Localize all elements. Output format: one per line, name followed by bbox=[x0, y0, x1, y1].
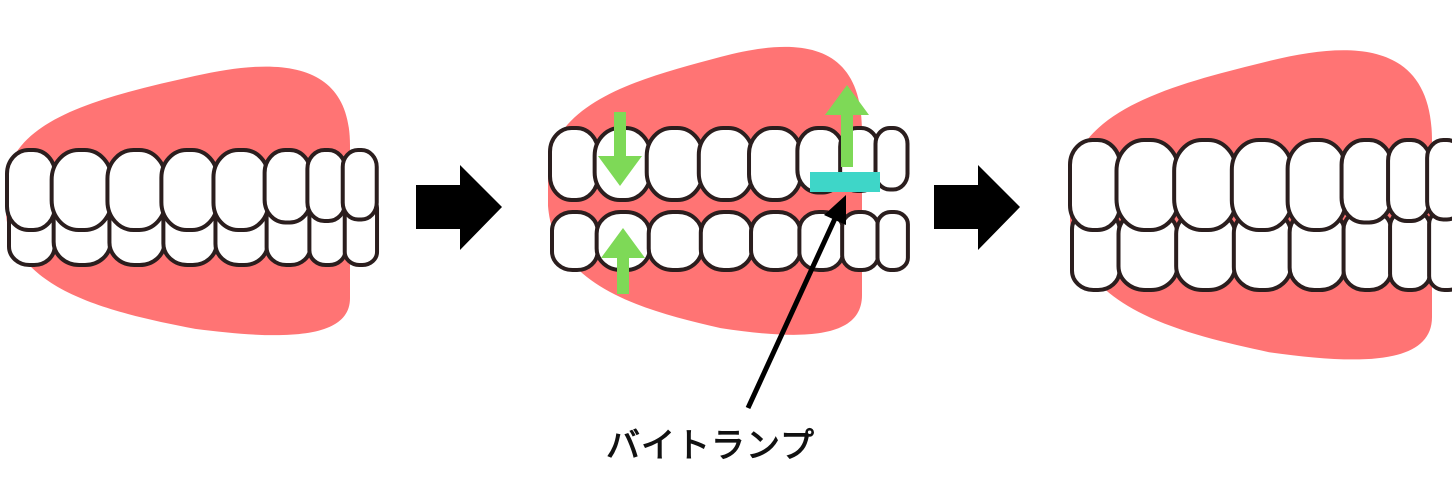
extrude-up-arrow-icon-head bbox=[825, 85, 869, 115]
teeth-before bbox=[5, 66, 380, 336]
step-arrow-1 bbox=[416, 165, 502, 250]
upper-tooth bbox=[696, 126, 755, 202]
upper-tooth bbox=[873, 126, 910, 192]
upper-tooth bbox=[1425, 138, 1452, 222]
upper-tooth bbox=[644, 126, 705, 202]
upper-tooth bbox=[159, 148, 220, 232]
upper-tooth bbox=[211, 148, 271, 232]
upper-tooth bbox=[105, 148, 168, 232]
upper-tooth bbox=[262, 148, 313, 225]
upper-tooth bbox=[49, 148, 114, 232]
step-arrow-2 bbox=[934, 165, 1020, 250]
upper-tooth bbox=[747, 126, 804, 202]
upper-tooth bbox=[305, 148, 348, 223]
lower-tooth bbox=[698, 210, 755, 272]
annotations bbox=[598, 85, 880, 410]
pointer-arrow-line bbox=[745, 210, 841, 410]
upper-tooth bbox=[340, 148, 379, 222]
upper-tooth bbox=[548, 126, 600, 202]
lower-tooth bbox=[749, 210, 803, 272]
upper-tooth bbox=[1386, 138, 1433, 223]
bite-ramp bbox=[810, 172, 880, 192]
lower-tooth bbox=[550, 210, 600, 272]
pointer-arrow-head bbox=[824, 195, 846, 225]
upper-tooth bbox=[1068, 138, 1122, 232]
lower-tooth bbox=[875, 210, 910, 272]
teeth-after bbox=[1068, 50, 1452, 360]
push-up-arrow-icon-shaft bbox=[617, 258, 629, 294]
extrude-up-arrow-icon-shaft bbox=[841, 115, 853, 167]
upper-tooth bbox=[1229, 138, 1294, 232]
lower-tooth bbox=[840, 210, 881, 272]
upper-tooth bbox=[1339, 138, 1394, 225]
bite-ramp-label: バイトランプ bbox=[606, 426, 815, 466]
upper-tooth bbox=[1285, 138, 1348, 232]
upper-tooth bbox=[5, 148, 57, 232]
upper-tooth bbox=[1114, 138, 1181, 232]
push-down-arrow-icon-head bbox=[598, 156, 642, 186]
lower-tooth bbox=[1427, 208, 1452, 292]
push-up-arrow-icon-head bbox=[601, 228, 645, 258]
lower-tooth bbox=[646, 210, 704, 272]
upper-tooth bbox=[1172, 138, 1239, 232]
push-down-arrow-icon-shaft bbox=[614, 112, 626, 158]
